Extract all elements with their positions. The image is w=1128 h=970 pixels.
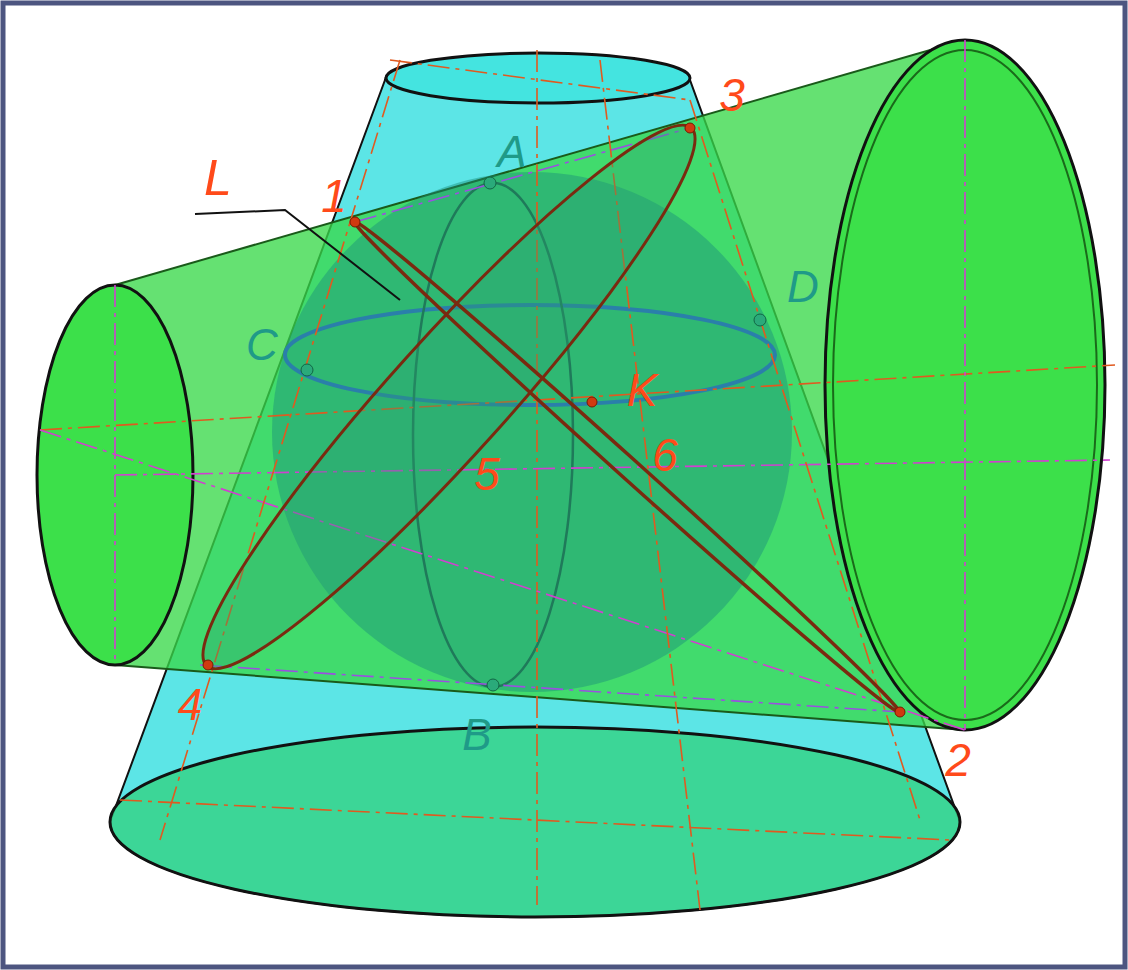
point-label: A	[497, 130, 526, 174]
point-label: C	[246, 323, 278, 367]
point-label: 5	[474, 451, 500, 497]
point-label: 6	[652, 432, 678, 478]
point-label: 4	[178, 683, 202, 727]
point-label: 2	[945, 737, 971, 783]
point-label: 1	[321, 173, 347, 219]
point-label: 3	[719, 72, 745, 118]
point-label: D	[787, 265, 819, 309]
point-label: L	[204, 153, 232, 203]
point-label: B	[462, 713, 491, 757]
point-label: K	[627, 367, 658, 413]
